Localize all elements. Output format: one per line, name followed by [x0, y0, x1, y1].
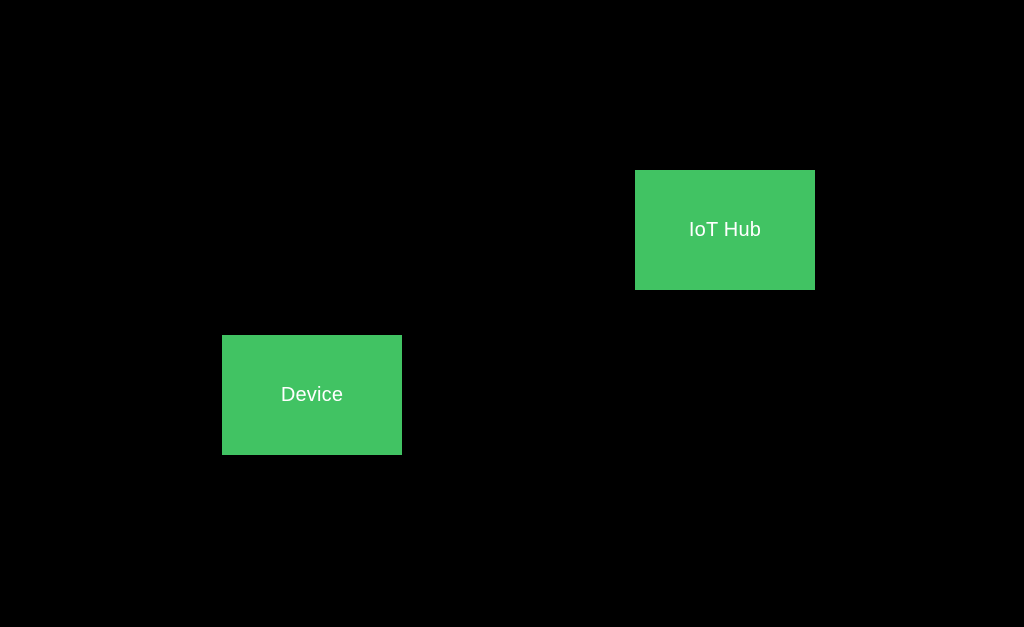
- node-iot-hub-label: IoT Hub: [688, 219, 762, 241]
- node-device: Device: [222, 335, 402, 455]
- node-iot-hub: IoT Hub: [635, 170, 815, 290]
- node-device-label: Device: [280, 384, 344, 406]
